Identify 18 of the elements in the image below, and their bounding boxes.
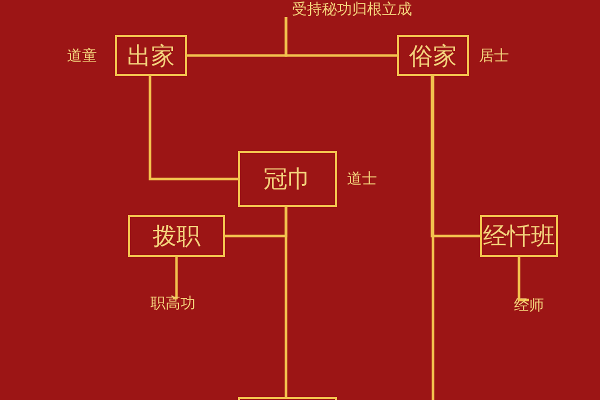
role-label: 经师	[514, 296, 544, 315]
title-box: 拨职	[128, 215, 225, 257]
connector-line	[430, 76, 480, 238]
title-box: 冠巾	[238, 151, 337, 207]
connector-line	[148, 76, 238, 180]
title-box: 出家	[115, 35, 187, 76]
connector-line	[432, 76, 434, 400]
heading-text: 受持秘功归根立成	[292, 0, 412, 19]
title-box: 俗家	[397, 35, 469, 76]
title-box: 经忏班	[480, 215, 558, 257]
connector-line	[173, 257, 178, 300]
role-label: 道士	[347, 170, 377, 188]
connector-line	[284, 207, 288, 397]
connector-line	[284, 17, 397, 57]
role-label: 职高功	[150, 294, 196, 313]
connector-line	[518, 257, 529, 302]
role-label: 居士	[479, 46, 509, 65]
role-label: 道童	[67, 46, 97, 65]
